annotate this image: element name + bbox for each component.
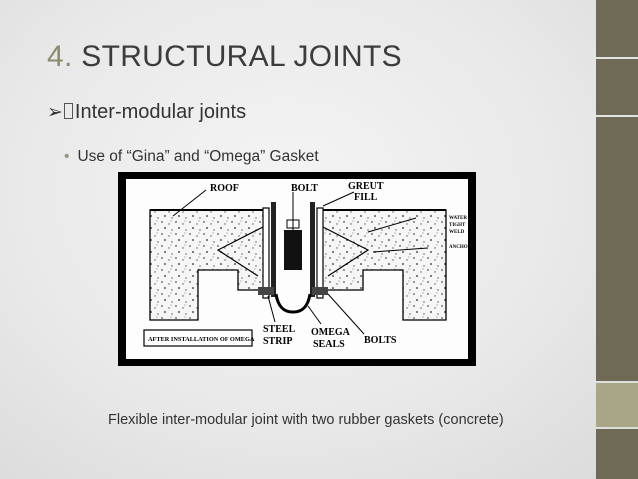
omega-leader (307, 305, 322, 325)
arrow-bullet-icon: ➢ (47, 101, 63, 123)
steel-leader (267, 295, 276, 323)
water-label-2: TIGHT (449, 223, 466, 228)
title-text: STRUCTURAL JOINTS (81, 40, 402, 73)
omega-label-1: OMEGA (311, 327, 351, 338)
missing-glyph-icon (63, 103, 73, 119)
bolt-label: BOLT (291, 183, 318, 194)
bullet-level1: ➢ Inter-modular joints (47, 101, 246, 124)
sidebar-block (596, 117, 638, 381)
figure-caption: Flexible inter-modular joint with two ru… (108, 412, 504, 428)
left-anchor (216, 226, 264, 277)
dot-bullet-icon: • (64, 148, 70, 165)
bullet-level2-text: Use of “Gina” and “Omega” Gasket (77, 148, 319, 165)
sidebar-block-accent (596, 383, 638, 427)
anchor-leader (372, 247, 429, 253)
greut-leader (322, 191, 355, 207)
joint-diagram: ROOF BOLT GREUT FILL WATER TIGHT WELD AN… (118, 172, 476, 366)
steel-label-1: STEEL (263, 324, 296, 335)
bolts-leader (327, 293, 365, 335)
sidebar-block (596, 59, 638, 115)
water-label-3: WELD (449, 230, 465, 235)
gina-gasket (284, 230, 302, 270)
sidebar-block (596, 0, 638, 57)
greut-label-2: FILL (354, 192, 378, 203)
right-anchor (322, 226, 370, 277)
anchor-label: ANCHOR (449, 245, 472, 250)
bullet-level2: • Use of “Gina” and “Omega” Gasket (64, 148, 319, 166)
right-bolt-block (312, 287, 328, 295)
greut-label-1: GREUT (348, 181, 384, 192)
after-installation-box (143, 329, 253, 347)
right-steel-plate (316, 207, 324, 299)
title-number: 4. (47, 40, 73, 73)
bullet-level1-text: Inter-modular joints (74, 101, 247, 123)
water-label-1: WATER (449, 216, 467, 221)
decorative-sidebar (596, 0, 638, 479)
joint-diagram-drawing: ROOF BOLT GREUT FILL WATER TIGHT WELD AN… (126, 179, 472, 359)
roof-leader (172, 189, 207, 217)
weld-leader (367, 217, 417, 233)
right-concrete-slab (317, 209, 447, 321)
right-flange (310, 202, 315, 297)
after-installation-label: AFTER INSTALLATION OF OMEGA (148, 336, 255, 343)
steel-label-2: STRIP (263, 336, 292, 347)
omega-seal (274, 293, 312, 314)
left-steel-plate (262, 207, 270, 299)
omega-label-2: SEALS (313, 339, 345, 350)
left-bolt-block (258, 287, 274, 295)
bolts-label: BOLTS (364, 335, 397, 346)
left-flange (271, 202, 276, 297)
roof-label: ROOF (210, 183, 239, 194)
sidebar-block (596, 429, 638, 479)
slide-title: 4. STRUCTURAL JOINTS (47, 40, 402, 74)
